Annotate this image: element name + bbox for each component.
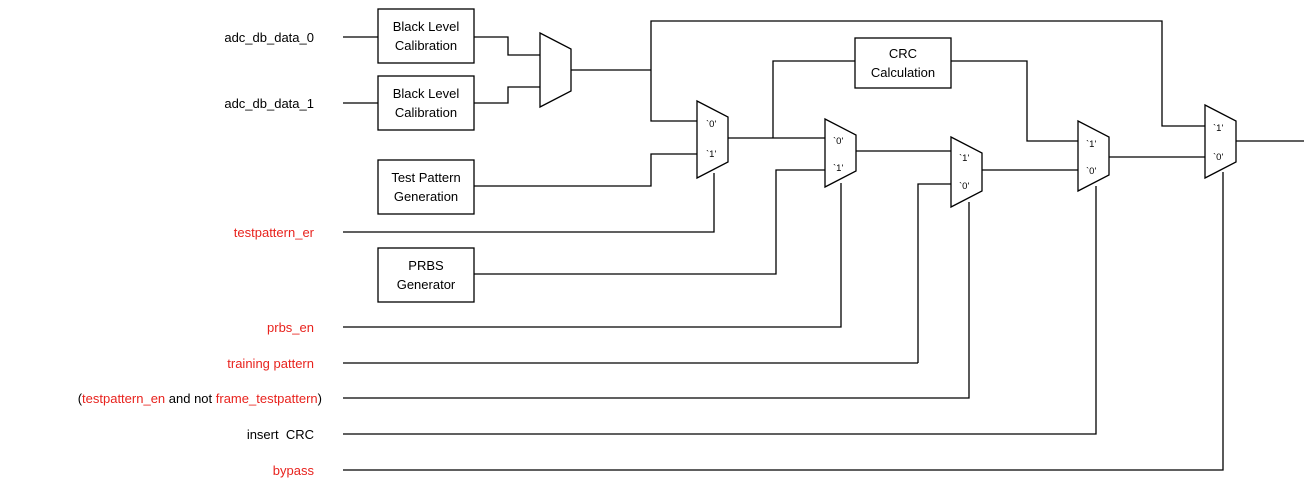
- wire-tpg-out: [474, 153, 697, 187]
- cond-close: ): [318, 391, 322, 406]
- mux-3-in-a: `1': [959, 153, 969, 164]
- label-adc1: adc_db_data_1: [224, 96, 314, 111]
- mux-3-shape: [950, 135, 983, 209]
- label-insert-crc: insert CRC: [247, 427, 314, 442]
- mux-5-in-b: `0': [1213, 152, 1223, 163]
- cond-testpattern-en: testpattern_en: [82, 391, 165, 406]
- label-bypass: bypass: [273, 463, 315, 478]
- cond-frame-testpattern: frame_testpattern: [216, 391, 318, 406]
- wire-ctrl-testpattern: [343, 173, 715, 233]
- block-blc2: Black Level Calibration: [377, 75, 475, 131]
- mux-1-in-a: `0': [706, 119, 716, 130]
- block-crc: CRC Calculation: [854, 37, 952, 89]
- mux-2-in-a: `0': [833, 136, 843, 147]
- block-tpg-line2: Generation: [394, 189, 458, 204]
- block-prbs-box: [377, 247, 475, 303]
- block-blc2-line1: Black Level: [393, 86, 460, 101]
- wire-prbs-out: [474, 169, 825, 275]
- label-testpattern-en: testpattern_er: [234, 225, 315, 240]
- block-crc-box: [854, 37, 952, 89]
- block-tpg-line1: Test Pattern: [391, 170, 460, 185]
- wire-blc2-out: [474, 86, 540, 104]
- wire-crc-out: [951, 60, 1078, 142]
- label-adc0: adc_db_data_0: [224, 30, 314, 45]
- mux-4-shape: [1077, 119, 1110, 193]
- wire-training-data: [917, 183, 951, 363]
- label-training-pattern: training pattern: [227, 356, 314, 371]
- wire-ctrl-prbs: [343, 183, 842, 328]
- mux-4-in-a: `1': [1086, 139, 1096, 150]
- block-tpg-box: [377, 159, 475, 215]
- mux-5: `1' `0': [1204, 103, 1237, 180]
- wire-crc-in: [772, 60, 855, 138]
- mux-1: `0' `1': [696, 99, 729, 180]
- mux-merge: [539, 31, 572, 109]
- mux-2: `0' `1': [824, 117, 857, 189]
- block-prbs-line1: PRBS: [408, 258, 444, 273]
- block-blc1-line2: Calibration: [395, 38, 457, 53]
- block-prbs: PRBS Generator: [377, 247, 475, 303]
- wires: [343, 20, 1304, 471]
- mux-4-in-b: `0': [1086, 166, 1096, 177]
- mux-1-shape: [696, 99, 729, 180]
- block-blc2-line2: Calibration: [395, 105, 457, 120]
- wire-bypass-data: [650, 20, 1205, 127]
- label-condition: (testpattern_en and not frame_testpatter…: [78, 391, 322, 406]
- mux-1-in-b: `1': [706, 149, 716, 160]
- block-blc1-box: [377, 8, 475, 64]
- wire-ctrl-cond: [343, 202, 970, 399]
- mux-3: `1' `0': [950, 135, 983, 209]
- mux-3-in-b: `0': [959, 181, 969, 192]
- input-labels: adc_db_data_0 adc_db_data_1 testpattern_…: [78, 30, 322, 478]
- block-prbs-line2: Generator: [397, 277, 456, 292]
- wire-ctrl-bypass: [343, 172, 1224, 471]
- wire-to-mux1-0: [650, 70, 697, 122]
- mux-5-shape: [1204, 103, 1237, 180]
- mux-4: `1' `0': [1077, 119, 1110, 193]
- block-blc1-line1: Black Level: [393, 19, 460, 34]
- block-blc2-box: [377, 75, 475, 131]
- block-crc-line2: Calculation: [871, 65, 935, 80]
- label-prbs-en: prbs_en: [267, 320, 314, 335]
- block-blc1: Black Level Calibration: [377, 8, 475, 64]
- cond-and-not: and not: [165, 391, 216, 406]
- wire-blc1-out: [474, 36, 540, 56]
- mux-5-in-a: `1': [1213, 123, 1223, 134]
- wire-ctrl-crc: [343, 186, 1097, 435]
- cond-open: (: [78, 391, 83, 406]
- block-tpg: Test Pattern Generation: [377, 159, 475, 215]
- mux-2-shape: [824, 117, 857, 189]
- block-crc-line1: CRC: [889, 46, 917, 61]
- mux-2-in-b: `1': [833, 163, 843, 174]
